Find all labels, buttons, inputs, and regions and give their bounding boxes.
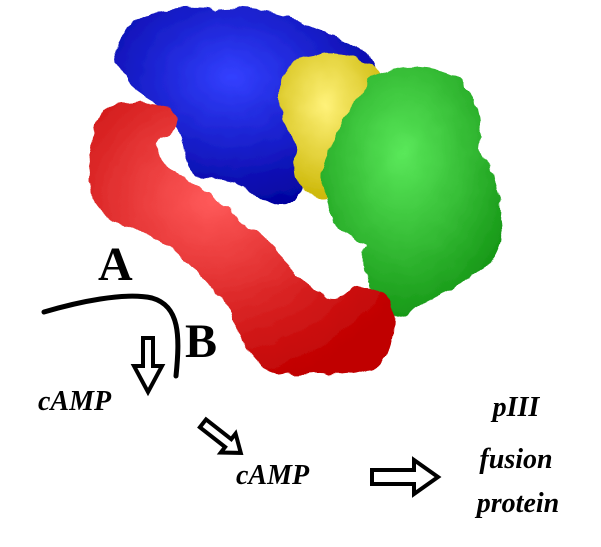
right-arrow-icon <box>370 456 442 498</box>
red-protein-domain <box>88 103 395 376</box>
down-arrow-icon <box>130 336 166 397</box>
product-label-line2: fusion <box>479 444 552 475</box>
site-a-label: A <box>98 238 133 291</box>
green-domain-shape <box>322 66 502 318</box>
yellow-protein-domain <box>278 53 384 199</box>
camp-label-2: cAMP <box>236 460 310 491</box>
camp-label-1: cAMP <box>38 386 112 417</box>
yellow-domain-shape <box>278 53 384 199</box>
site-b-label: B <box>185 315 217 368</box>
product-label-line1: pIII <box>491 392 541 423</box>
diagonal-arrow-icon <box>197 416 244 455</box>
red-domain-shape <box>88 103 395 376</box>
product-label-line3: protein <box>475 488 559 519</box>
green-protein-domain <box>322 66 502 318</box>
membrane-curve <box>41 293 181 379</box>
